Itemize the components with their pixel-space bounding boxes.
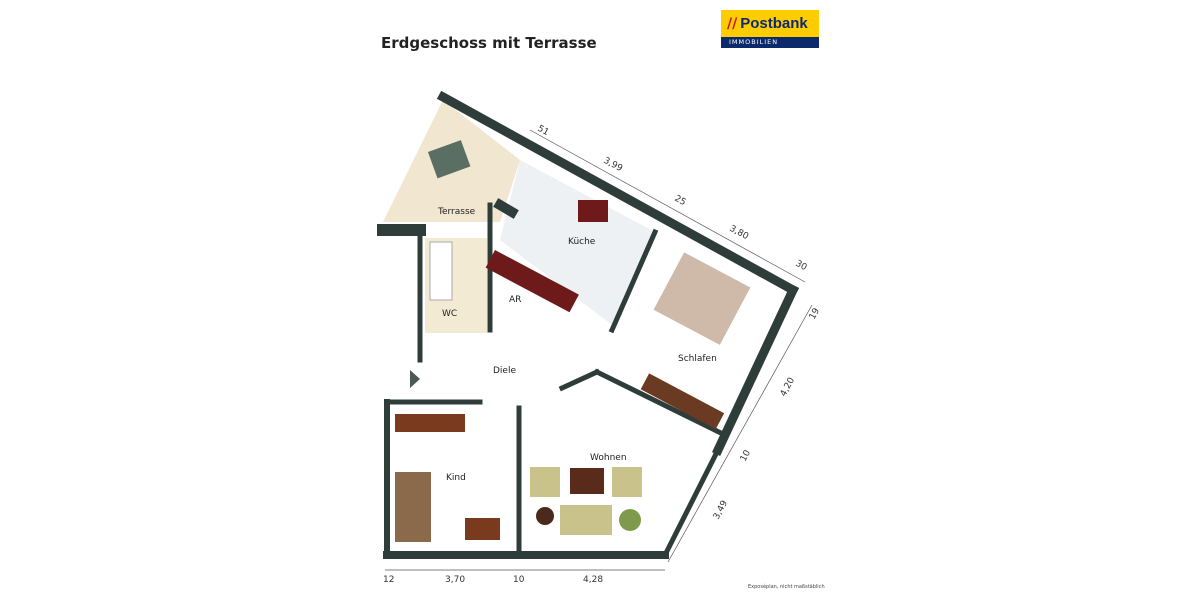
postbank-logo: //Postbank IMMOBILIEN bbox=[721, 10, 819, 48]
dimension-lines bbox=[385, 129, 813, 571]
entrance-arrow-icon bbox=[410, 370, 420, 388]
dim-bottom: 3,70 bbox=[445, 575, 465, 585]
room-label-ar: AR bbox=[509, 295, 521, 305]
room-label-kind: Kind bbox=[446, 473, 466, 483]
dim-top: 3,80 bbox=[728, 224, 751, 242]
page-title: Erdgeschoss mit Terrasse bbox=[381, 34, 597, 52]
dim-right: 10 bbox=[739, 448, 753, 463]
dim-top: 30 bbox=[794, 259, 809, 273]
armchair bbox=[612, 467, 642, 497]
logo-mark-icon: // bbox=[727, 15, 738, 32]
disclaimer-note: Exposéplan, nicht maßstäblich bbox=[748, 584, 825, 590]
dim-bottom: 10 bbox=[513, 575, 525, 585]
side-table bbox=[536, 507, 554, 525]
kid-desk bbox=[465, 518, 500, 540]
dim-bottom: 12 bbox=[383, 575, 394, 585]
kid-shelf bbox=[395, 414, 465, 432]
logo-sub: IMMOBILIEN bbox=[721, 37, 819, 48]
dim-right: 3,49 bbox=[712, 499, 730, 522]
bed bbox=[653, 252, 751, 345]
sofa bbox=[560, 505, 612, 535]
terrace-table bbox=[427, 140, 471, 179]
logo-brand: Postbank bbox=[740, 15, 808, 32]
room-label-kueche: Küche bbox=[568, 237, 596, 247]
room-label-wc: WC bbox=[442, 309, 457, 319]
armchair bbox=[530, 467, 560, 497]
room-label-diele: Diele bbox=[493, 366, 516, 376]
dim-right: 4,20 bbox=[779, 376, 797, 399]
dim-top: 51 bbox=[536, 124, 551, 138]
dining-table bbox=[578, 200, 608, 222]
dim-right: 19 bbox=[808, 306, 822, 321]
plant bbox=[619, 509, 641, 531]
dim-bottom: 4,28 bbox=[583, 575, 603, 585]
bathtub bbox=[429, 241, 453, 301]
coffee-table bbox=[570, 468, 604, 494]
room-label-wohnen: Wohnen bbox=[590, 453, 627, 463]
kid-bed bbox=[395, 472, 431, 542]
wardrobe bbox=[640, 373, 725, 430]
room-label-terrasse: Terrasse bbox=[437, 207, 476, 217]
dim-top: 25 bbox=[673, 194, 688, 208]
kitchen-counter bbox=[485, 249, 579, 313]
kitchen-floor bbox=[500, 160, 655, 325]
room-label-schlafen: Schlafen bbox=[678, 354, 717, 364]
